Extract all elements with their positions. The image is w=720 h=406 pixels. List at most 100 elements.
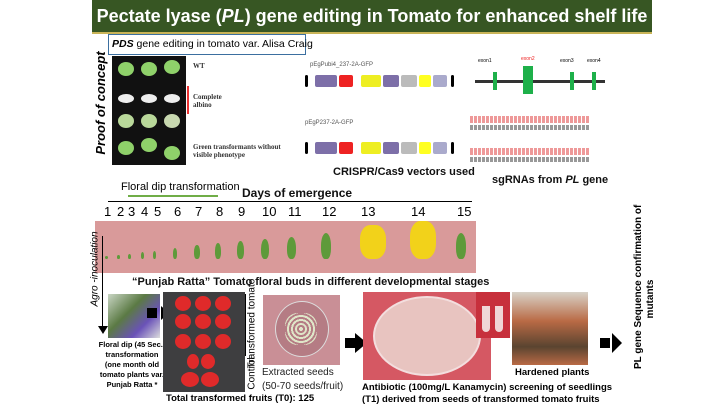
title-italic: PL [221, 6, 245, 26]
proof-of-concept-label: Proof of concept [93, 51, 108, 155]
sgrna-sequence [470, 125, 590, 130]
flower-bud [261, 239, 269, 259]
exon-label: exon2 [521, 56, 535, 62]
title-text: Pectate lyase ( [96, 6, 222, 26]
sequence-line: mutants [645, 279, 656, 319]
pds-plants-photo [112, 56, 186, 165]
agro-arrow-line [102, 236, 103, 328]
sgrna-caption-text-end: gene [579, 174, 609, 186]
flower-bud [194, 245, 200, 259]
sgrna-sequence [470, 157, 590, 162]
antibiotic-plate-photo [363, 292, 491, 380]
hardened-caption: Hardened plants [515, 367, 590, 378]
floral-dip-label: Floral dip transformation [121, 181, 240, 193]
exon-label: exon3 [560, 58, 574, 64]
day-number: 12 [322, 204, 337, 219]
flower-bud [321, 233, 332, 259]
sgrna-caption-text: sgRNAs from [492, 174, 566, 186]
floral-dip-line: tomato plants var. [99, 370, 165, 379]
exon-label: exon4 [587, 58, 601, 64]
total-fruits-label: Total transformed fruits (T0): 125 [166, 393, 315, 404]
antibiotic-line: Antibiotic (100mg/L Kanamycin) screening… [362, 382, 613, 393]
divider [245, 294, 246, 356]
flower-bud [173, 248, 178, 259]
day-number: 9 [238, 204, 246, 219]
days-label: Days of emergence [242, 186, 353, 200]
floral-dip-underline [128, 195, 218, 197]
day-number: 10 [262, 204, 277, 219]
exon [493, 72, 497, 90]
day-number: 11 [288, 204, 302, 219]
vector-map-1 [305, 75, 455, 89]
buds-caption: “Punjab Ratta” Tomato floral buds in dif… [132, 276, 490, 288]
floral-dip-line: Punjab Ratta * [106, 380, 158, 389]
tube-inset-photo [476, 292, 510, 338]
flower-bud [287, 237, 296, 259]
seeds-line: Extracted seeds [262, 367, 334, 378]
sgrna-caption-italic: PL [565, 174, 580, 186]
day-number: 1 [104, 204, 112, 219]
sgrna-caption: sgRNAs from PL gene [492, 174, 608, 186]
title-text-end: ) gene editing in Tomato for enhanced sh… [244, 6, 648, 26]
sgrna-sequence [470, 116, 590, 123]
exon-target [523, 66, 533, 94]
phenotype-label: Complete albino [193, 93, 222, 109]
day-number: 7 [195, 204, 203, 219]
flower-bud [153, 251, 157, 259]
day-number: 15 [457, 204, 472, 219]
phenotype-label: Green transformants without visible phen… [193, 143, 281, 159]
flower-bud [360, 225, 386, 259]
flower-bud [105, 256, 108, 259]
antibiotic-caption: Antibiotic (100mg/L Kanamycin) screening… [362, 382, 612, 406]
pds-text: gene editing in tomato var. Alisa Craig [133, 38, 313, 50]
arrow-right-icon [600, 333, 622, 353]
seeds-caption: Extracted seeds (50-70 seeds/fruit) [262, 366, 343, 394]
agro-inoculation-label: Agro -inoculation [90, 231, 101, 306]
flower-bud [410, 221, 436, 259]
exon [570, 72, 574, 90]
agro-text: Agro -inoculation [89, 231, 101, 307]
albino-bracket [187, 86, 189, 114]
exon [592, 72, 596, 90]
floral-dip-line: Floral dip (45 Sec.) [98, 340, 166, 349]
day-number: 13 [361, 204, 376, 219]
floral-buds-photo [95, 221, 476, 273]
day-number: 14 [411, 204, 426, 219]
vector-name: pEgPubi4_237-2A-GFP [310, 62, 374, 68]
vectors-caption: CRISPR/Cas9 vectors used [333, 166, 475, 178]
sequence-line: PL gene Sequence confirmation of [633, 204, 644, 369]
sgrna-sequence [470, 148, 590, 155]
extracted-seeds-photo [263, 295, 340, 365]
day-number: 8 [216, 204, 224, 219]
flower-bud [215, 243, 222, 259]
hardened-plants-photo [512, 292, 588, 365]
flower-bud [456, 233, 467, 259]
gene-line [475, 80, 605, 83]
seeds-line: (50-70 seeds/fruit) [262, 381, 344, 392]
vector-name: pEgP237-2A-GFP [305, 120, 354, 126]
exon-label: exon1 [478, 58, 492, 64]
day-number: 2 [117, 204, 125, 219]
flower-bud [117, 255, 120, 259]
day-number: 5 [154, 204, 162, 219]
pds-italic: PDS [112, 38, 134, 50]
tomato-fruits-photo [163, 292, 245, 392]
agro-arrow-head [98, 326, 108, 334]
pds-box: PDS gene editing in tomato var. Alisa Cr… [108, 34, 313, 55]
vector-map-2 [305, 142, 455, 156]
phenotype-label: WT [193, 62, 205, 70]
slide-title: Pectate lyase (PL) gene editing in Tomat… [92, 0, 652, 34]
day-number: 4 [141, 204, 149, 219]
floral-dip-text: Floral dip (45 Sec.)transformation(one m… [93, 340, 171, 390]
timeline-axis [108, 201, 472, 202]
flower-bud [141, 252, 144, 259]
day-number: 3 [128, 204, 136, 219]
floral-dip-line: transformation [105, 350, 159, 359]
flower-bud [128, 254, 131, 259]
flower-bud [237, 241, 245, 259]
floral-dip-line: (one month old [104, 360, 160, 369]
day-number: 6 [174, 204, 182, 219]
antibiotic-line: (T1) derived from seeds of transformed t… [362, 394, 600, 405]
control-label: Control [246, 357, 258, 390]
